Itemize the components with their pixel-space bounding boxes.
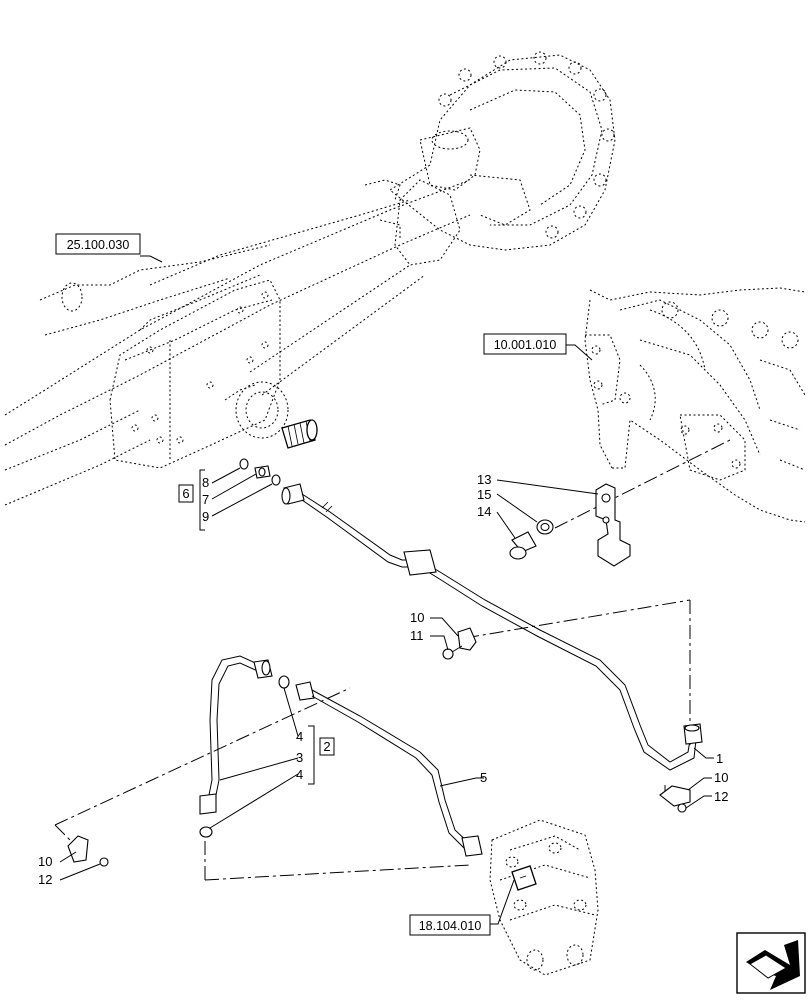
pipe-3 [199,655,290,838]
callout-14: 14 [477,504,491,519]
front-axle-drawing [4,51,616,506]
group-box-2: 2 [319,737,335,756]
callout-11: 11 [410,628,424,643]
callout-8: 8 [202,475,209,490]
leader-lines [59,255,714,925]
ref-axle-label: 25.100.030 [67,238,130,252]
group-brackets [199,469,315,785]
callout-13: 13 [477,472,491,487]
bracket-assembly [509,483,631,567]
callout-4-bottom: 4 [296,767,303,782]
ref-engine-label: 10.001.010 [494,338,557,352]
pipe-5 [295,681,483,857]
next-page-arrow-icon[interactable] [736,932,806,994]
callout-12-right: 12 [714,789,728,804]
group-6-label: 6 [182,486,189,501]
callout-1: 1 [716,751,723,766]
callout-5: 5 [480,770,487,785]
main-pipe [281,483,703,771]
clip-right [659,785,691,813]
callout-7: 7 [202,492,209,507]
ref-valve[interactable]: 18.104.010 [409,914,491,936]
group-box-6: 6 [178,484,194,503]
callout-15: 15 [477,487,491,502]
callout-12-left: 12 [38,872,52,887]
engine-block-drawing [584,287,806,523]
clip-middle [442,627,477,660]
ref-engine[interactable]: 10.001.010 [483,333,567,355]
callout-3: 3 [296,750,303,765]
ref-valve-label: 18.104.010 [419,919,482,933]
callout-10-left: 10 [38,854,52,869]
clip-left [67,835,109,867]
ref-axle[interactable]: 25.100.030 [55,233,141,255]
control-valve-drawing [489,819,599,976]
callout-numbers: 8 7 9 13 15 14 10 11 1 10 12 5 4 3 4 10 … [38,472,728,887]
callout-10-right: 10 [714,770,728,785]
axle-fittings [239,458,281,486]
guide-lines [54,439,731,881]
callout-9: 9 [202,509,209,524]
callout-4-top: 4 [296,729,303,744]
group-2-label: 2 [323,739,330,754]
callout-10-middle: 10 [410,610,424,625]
